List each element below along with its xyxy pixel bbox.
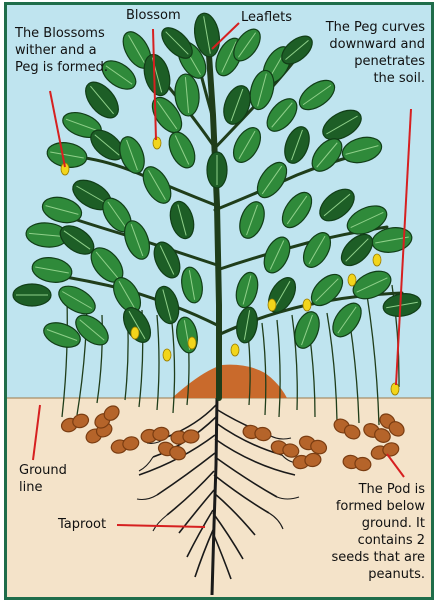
diagram-frame: The Blossoms wither and a Peg is formed.… bbox=[4, 2, 434, 600]
blossom bbox=[303, 299, 311, 311]
label-blossom: Blossom bbox=[126, 7, 181, 24]
blossom bbox=[153, 137, 161, 149]
label-ground-line: Ground line bbox=[19, 462, 67, 496]
blossom bbox=[348, 274, 356, 286]
label-peg-curves: The Peg curves downward and penetrates t… bbox=[326, 19, 425, 87]
label-blossoms-wither: The Blossoms wither and a Peg is formed. bbox=[15, 25, 108, 76]
blossom bbox=[231, 344, 239, 356]
label-leaflets: Leaflets bbox=[241, 9, 292, 26]
blossom bbox=[163, 349, 171, 361]
blossom bbox=[268, 299, 276, 311]
blossom bbox=[373, 254, 381, 266]
peanut-pod bbox=[170, 429, 199, 444]
label-taproot: Taproot bbox=[58, 516, 106, 533]
blossom bbox=[391, 383, 399, 395]
label-pod: The Pod is formed below ground. It conta… bbox=[332, 481, 425, 583]
blossom bbox=[188, 337, 196, 349]
blossom bbox=[131, 327, 139, 339]
